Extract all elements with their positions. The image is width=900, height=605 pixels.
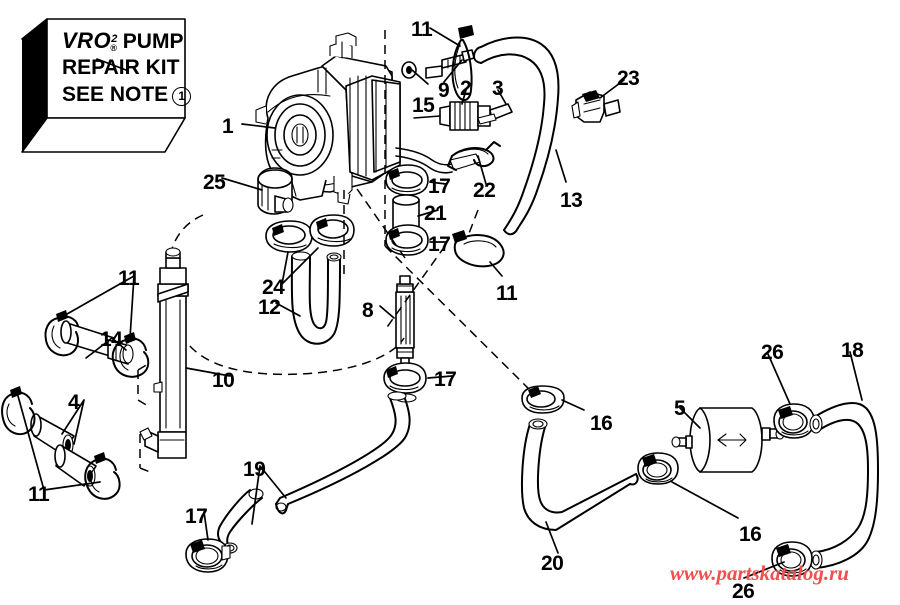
callout-4-hose-short-pair: 4: [68, 391, 80, 414]
callout-21-filter-element: 21: [424, 202, 447, 225]
part-fitting-plug: [257, 167, 294, 215]
part-connector-body: [571, 90, 621, 123]
part-hose-clamp-24a: [265, 220, 313, 253]
callout-12-hose-u-shaped: 12: [258, 296, 281, 319]
callout-11-clamp: 11: [118, 267, 140, 290]
bracket-dashed-left: [137, 363, 149, 407]
callout-17-hose-clamp: 17: [428, 175, 451, 198]
site-watermark: www.partskatalog.ru: [670, 561, 849, 585]
callout-25-fitting-plug: 25: [203, 171, 226, 194]
part-hose-clamp-17c: [383, 362, 427, 403]
part-connector-fitting-14: [44, 310, 150, 378]
callout-18-hose-return: 18: [841, 339, 864, 362]
part-tie-strap-top: [451, 25, 474, 101]
callout-10-pump-tube-assembly: 10: [212, 369, 235, 392]
callout-3-elbow-fitting: 3: [492, 77, 504, 100]
vro-superscript: 2: [111, 33, 118, 45]
part-hose-long: [473, 36, 560, 236]
callout-26-hose-clamp: 26: [732, 580, 755, 603]
callout-16-hose-clamp: 16: [739, 523, 762, 546]
callout-17-hose-clamp: 17: [434, 368, 457, 391]
callout-20-hose-supply: 20: [541, 552, 564, 575]
callout-2-fitting-connector: 2: [460, 77, 472, 100]
leader-dashed-diag1: [384, 245, 541, 401]
kit-label-line2: REPAIR KIT: [62, 56, 180, 79]
leader-lines: [17, 27, 863, 579]
part-fitting-connector: [413, 101, 513, 131]
callout-17-hose-clamp: 17: [185, 505, 208, 528]
repair-kit-box: [21, 18, 186, 153]
vro-logo: VRO: [62, 28, 112, 53]
callout-22-retainer-clip: 22: [473, 179, 496, 202]
callout-24-hose-clamp-pair: 24: [262, 276, 285, 299]
callout-23-connector-body: 23: [617, 67, 640, 90]
leader-dashed-short: [467, 209, 479, 237]
part-screw: [425, 49, 475, 79]
callout-1-vro-pump-assembly: 1: [222, 115, 234, 138]
part-fuel-filter: [671, 407, 785, 473]
kit-label-line1: VRO2® PUMP: [62, 30, 183, 53]
part-hose-return-18: [809, 401, 879, 570]
callout-16-hose-clamp: 16: [590, 412, 613, 435]
callout-26-hose-clamp: 26: [761, 341, 784, 364]
part-hose-short-pair: [1, 386, 121, 500]
callout-5-fuel-filter: 5: [674, 397, 686, 420]
part-hose-supply-20: [521, 418, 639, 531]
part-hose-clamp-24b: [309, 214, 355, 247]
callout-11-tie-strap: 11: [496, 282, 518, 305]
part-check-valve: [395, 275, 415, 369]
callout-11-clamp: 11: [28, 483, 50, 506]
part-hose-clamp-16a: [521, 385, 565, 414]
callout-15-washer: 15: [412, 94, 435, 117]
vro-registered-icon: ®: [110, 43, 117, 53]
part-vro-pump-assembly: [255, 32, 481, 205]
callout-11-tie-strap: 11: [411, 18, 433, 41]
part-hose-clamp-17a: [385, 164, 429, 196]
leader-dashed-diag3: [384, 245, 446, 331]
part-washer: [401, 61, 417, 79]
kit-see-note-text: SEE NOTE: [62, 83, 169, 106]
part-tie-strap-mid: [452, 230, 505, 268]
part-hose-clamp-26a: [773, 403, 815, 439]
part-pump-tube-assembly: [139, 247, 189, 459]
part-hose-clamp-17d: [185, 538, 231, 573]
callout-9-screw: 9: [438, 79, 450, 102]
note-number-circle: 1: [172, 87, 192, 106]
callout-14-connector-fitting: 14: [100, 328, 123, 351]
kit-boundary-dashed: [167, 214, 405, 376]
part-hose-clamp-16b: [637, 452, 679, 485]
callout-13-hose-long: 13: [560, 189, 583, 212]
callout-17-hose-clamp: 17: [428, 233, 451, 256]
callout-8-check-valve: 8: [362, 299, 374, 322]
part-hose-clamp-26b: [771, 541, 813, 577]
kit-pump-word: PUMP: [116, 30, 184, 53]
bracket-dashed-left2: [139, 434, 151, 473]
callout-19-hose-pair: 19: [243, 458, 266, 481]
part-hose-clamp-17b: [385, 224, 429, 256]
